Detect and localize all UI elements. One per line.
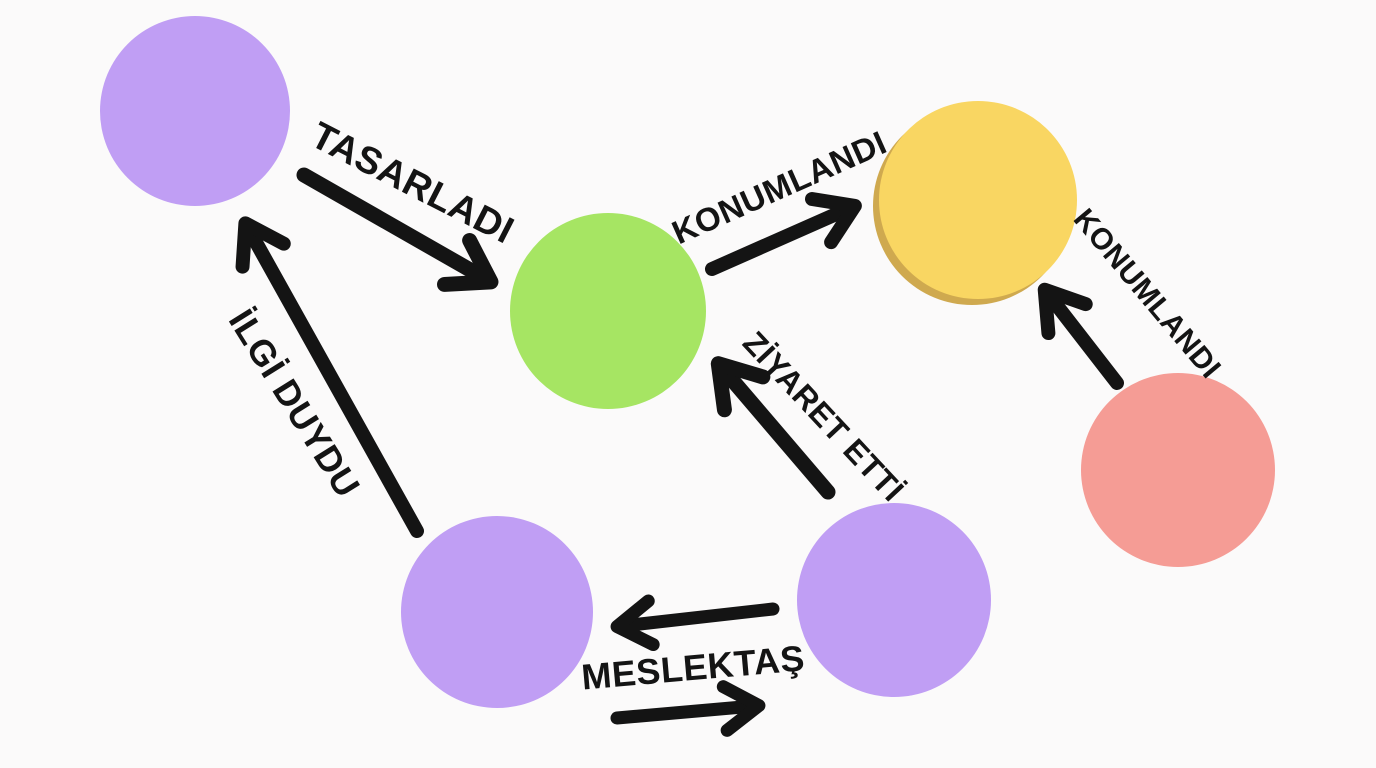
edge-meslektas-arrow-left: [610, 594, 780, 652]
edge-konumlandi-green-yellow-arrow: [705, 192, 862, 276]
node-purple-bottom-right: [797, 503, 991, 697]
edge-meslektas-arrow-right: [610, 680, 766, 737]
edge-tasarladi-arrow: [296, 167, 499, 292]
node-green-center: [510, 213, 706, 409]
edge-konumlandi-pink-yellow-arrow: [1037, 282, 1124, 390]
edges: [235, 167, 1124, 737]
node-purple-bottom-left: [401, 516, 593, 708]
edge-ilgi-duydu-arrow: [235, 216, 424, 538]
edge-ziyaret-etti-arrow: [710, 356, 836, 500]
node-yellow-top-right: [879, 101, 1077, 299]
nodes: [100, 16, 1275, 708]
node-pink-right: [1081, 373, 1275, 567]
node-purple-top-left: [100, 16, 290, 206]
